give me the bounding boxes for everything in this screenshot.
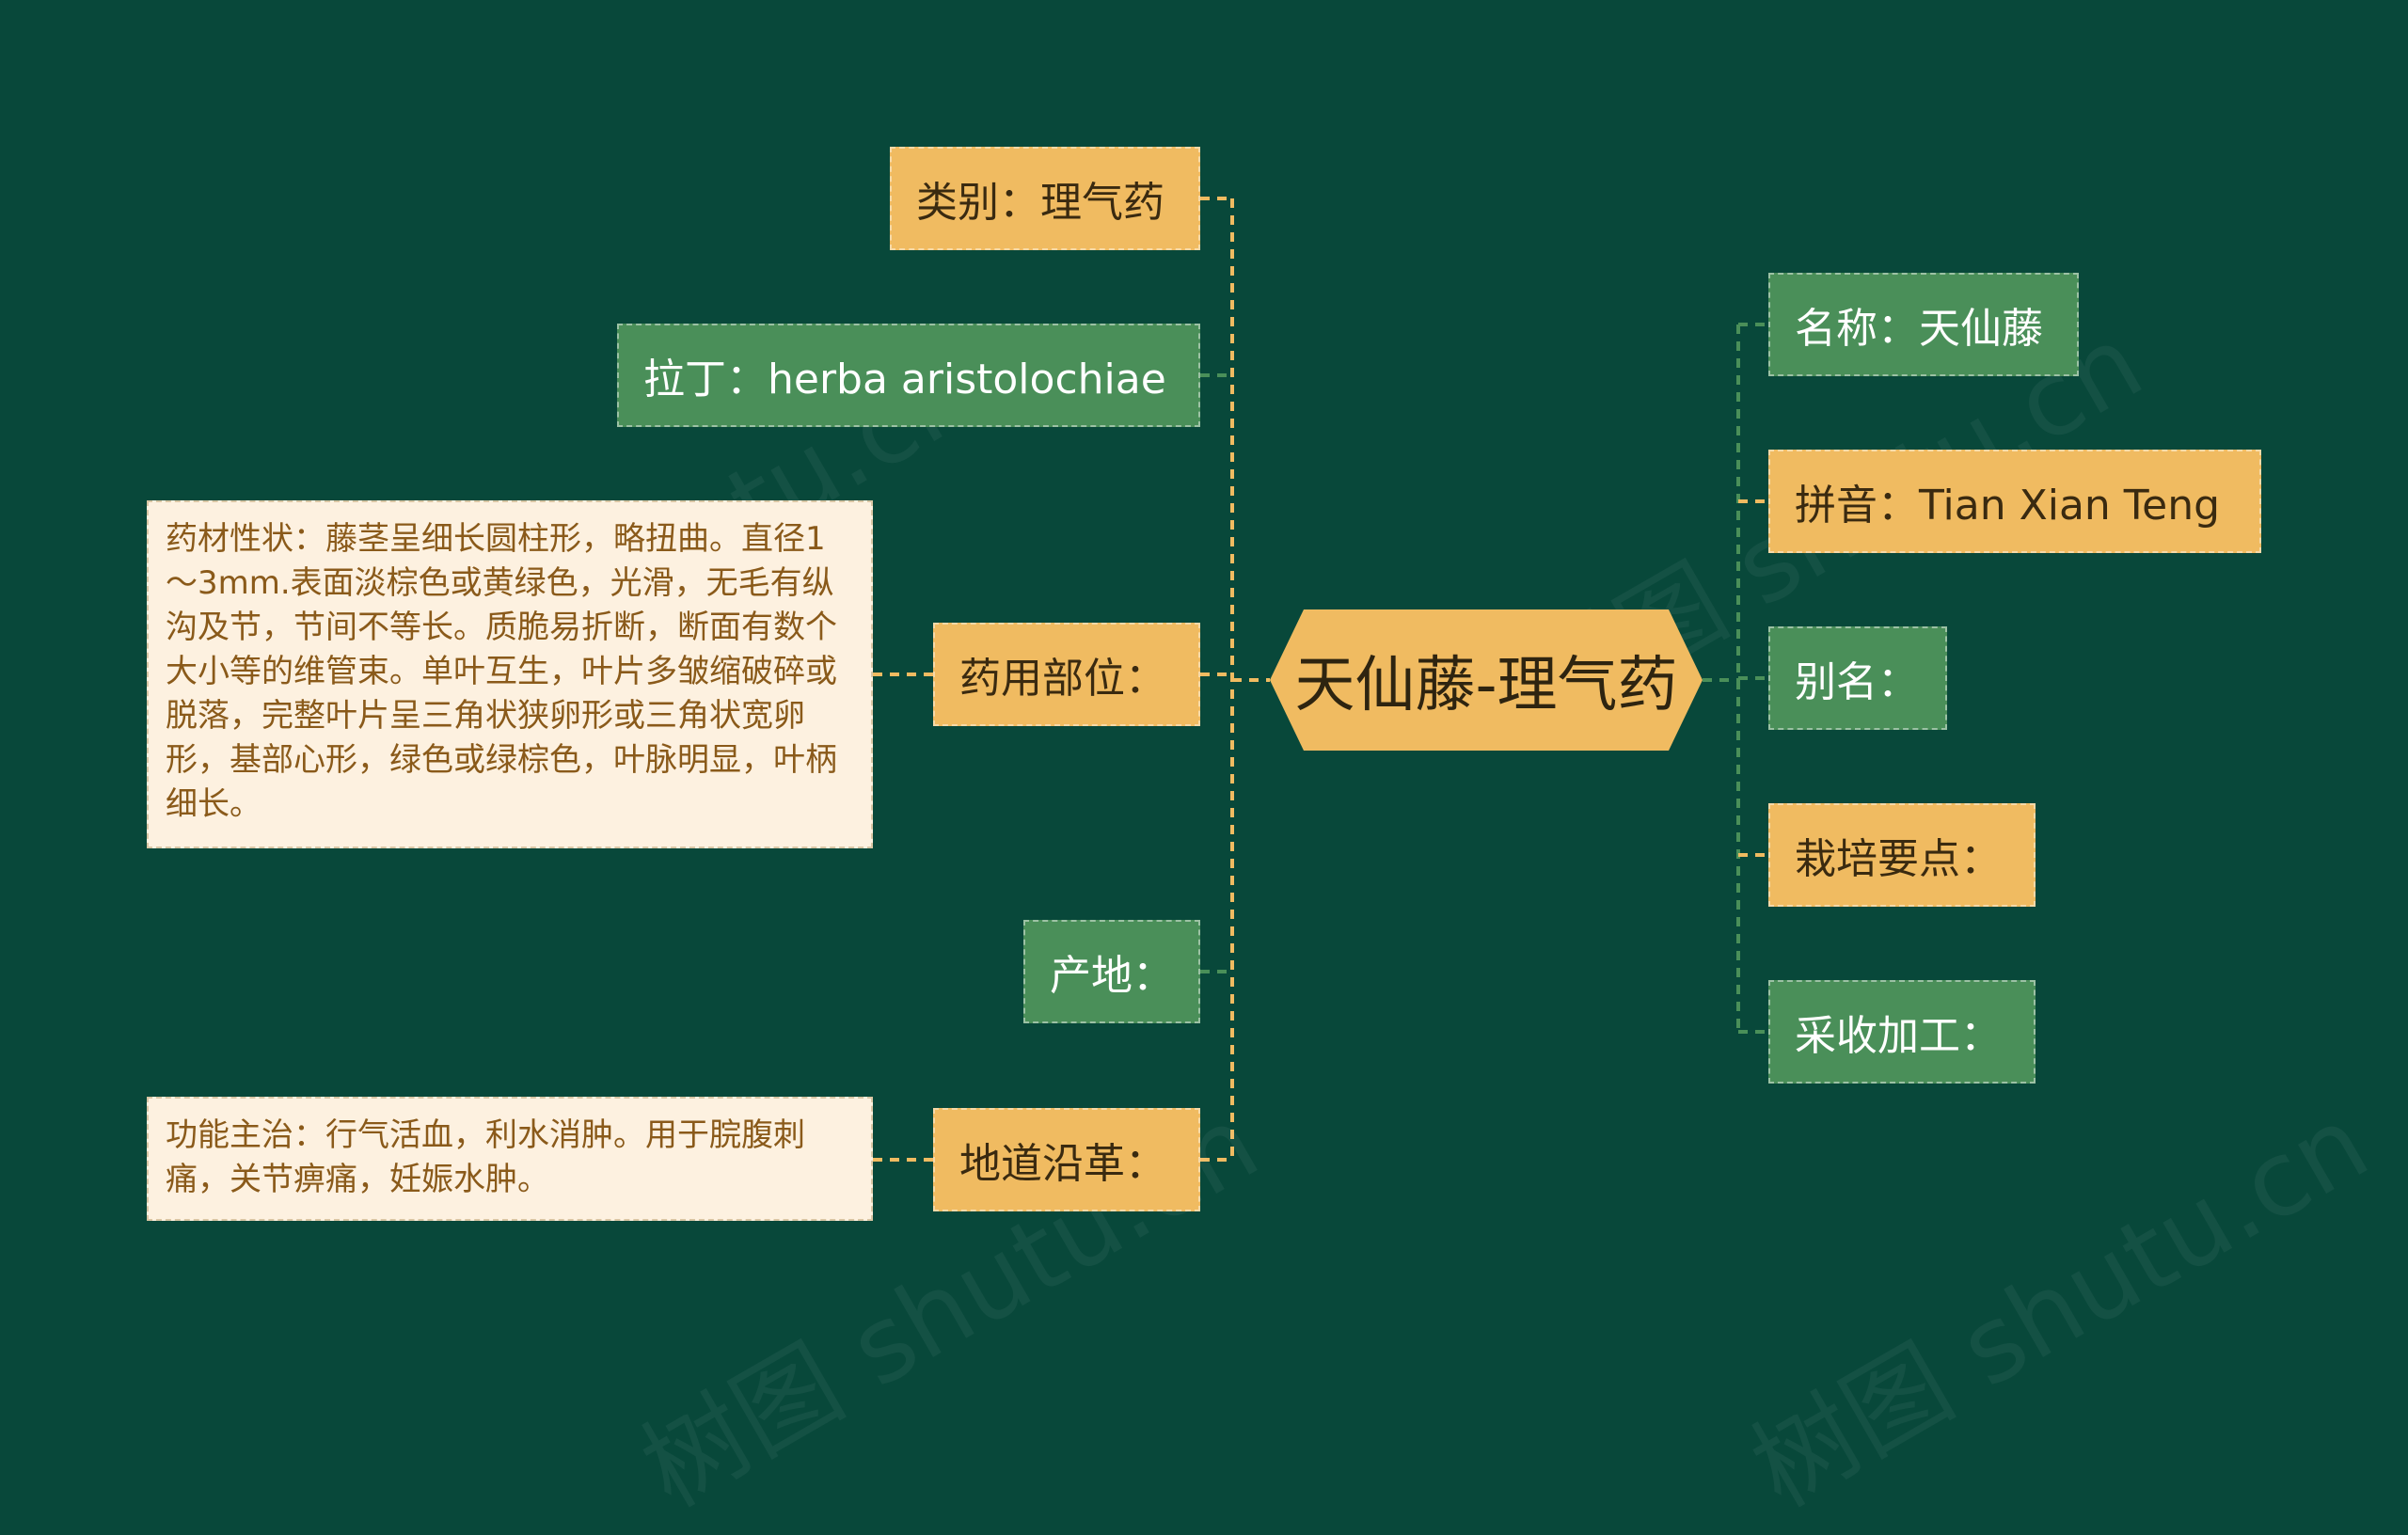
topic-label: 类别：理气药 [916,179,1164,227]
mind-map-canvas: 树图 shutu.cn 树图 shutu.cn 树图 shutu.cn 树图 s… [147,147,2387,1530]
connector-lines [873,197,1768,1162]
topic-label: 栽培要点： [1795,835,2002,883]
topic-harvest[interactable]: 采收加工： [1768,980,2036,1084]
note-text: 功能主治：行气活血，利水消肿。用于脘腹刺痛，关节痹痛，妊娠水肿。 [166,1116,805,1198]
topic-pinyin[interactable]: 拼音：Tian Xian Teng [1768,450,2261,553]
topic-label: 拉丁：herba aristolochiae [643,356,1166,404]
topic-origin[interactable]: 产地： [1023,920,1200,1023]
topic-label: 别名： [1795,658,1919,706]
topic-cultivation[interactable]: 栽培要点： [1768,803,2036,907]
note-functions[interactable]: 功能主治：行气活血，利水消肿。用于脘腹刺痛，关节痹痛，妊娠水肿。 [147,1097,873,1221]
topic-label: 名称：天仙藤 [1795,305,2043,353]
topic-history[interactable]: 地道沿革： [933,1108,1200,1211]
topic-category[interactable]: 类别：理气药 [890,147,1200,250]
topic-label: 采收加工： [1795,1012,2002,1060]
note-herb-description[interactable]: 药材性状：藤茎呈细长圆柱形，略扭曲。直径1～3mm.表面淡棕色或黄绿色，光滑，无… [147,500,873,848]
topic-label: 药用部位： [959,655,1166,703]
root-topic[interactable]: 天仙藤-理气药 [1270,609,1703,751]
topic-latin[interactable]: 拉丁：herba aristolochiae [617,324,1200,427]
topic-medicinal-part[interactable]: 药用部位： [933,623,1200,726]
topic-label: 地道沿革： [959,1140,1166,1188]
topic-name[interactable]: 名称：天仙藤 [1768,273,2079,376]
topic-alias[interactable]: 别名： [1768,626,1947,730]
root-topic-label: 天仙藤-理气药 [1294,651,1678,720]
note-text: 药材性状：藤茎呈细长圆柱形，略扭曲。直径1～3mm.表面淡棕色或黄绿色，光滑，无… [166,520,837,823]
topic-label: 拼音：Tian Xian Teng [1795,482,2221,530]
topic-label: 产地： [1050,952,1174,1000]
